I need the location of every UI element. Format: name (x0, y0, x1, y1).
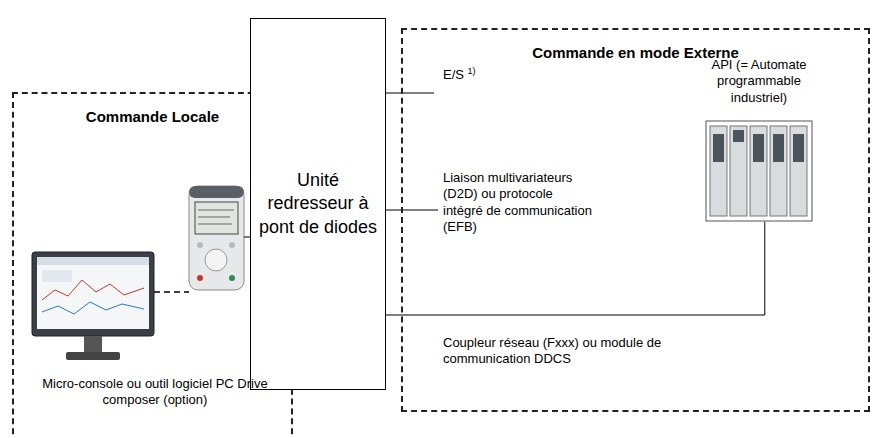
fieldbus-line (386, 222, 765, 315)
plc-caption: API (= Automate programmable industriel) (701, 57, 817, 106)
footnote-mark: 1) (468, 66, 476, 76)
tool-caption: Micro-console ou outil logiciel PC Drive… (30, 376, 280, 409)
io-label: E/S (443, 67, 464, 82)
io-group: E/S 1) (443, 66, 503, 84)
link-label: Liaison multivariateurs (D2D) ou protoco… (443, 170, 593, 235)
edge-label: Coupleur réseau (Fxxx) ou module de comm… (443, 335, 708, 368)
monitor-link (154, 291, 189, 293)
rectifier-box: Unité redresseur à pont de diodes (250, 18, 386, 390)
io-wire (386, 93, 434, 94)
pc-monitor (32, 252, 154, 360)
control-panel (189, 186, 244, 290)
plc-unit: API (= Automate programmable industriel) (701, 57, 817, 222)
d2d-wire (386, 210, 438, 211)
box-label: Unité redresseur à pont de diodes (257, 169, 379, 239)
plc-rack (704, 120, 814, 222)
